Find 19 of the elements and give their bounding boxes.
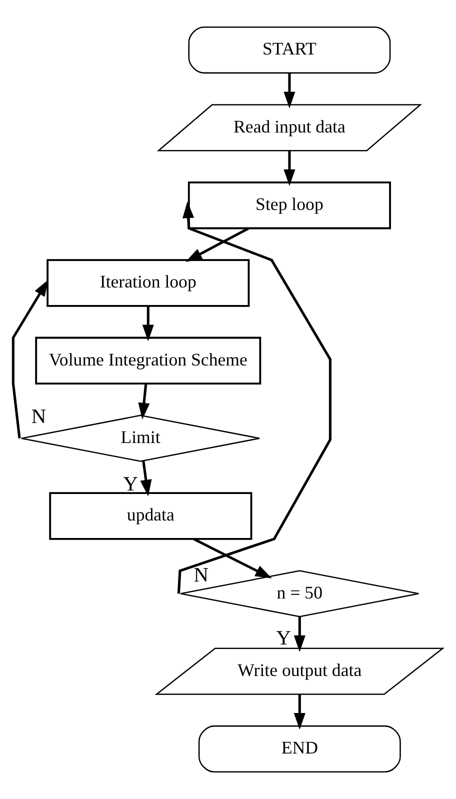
node-box: START [188,26,391,74]
arrow [177,202,332,594]
node-box: END [198,725,401,773]
arrow [140,460,152,496]
arrow [193,538,272,578]
arrow [284,73,296,108]
arrow [12,280,48,438]
node-box: Volume Integration Scheme [35,336,262,385]
arrow [142,306,154,342]
node-box: updata [49,492,252,540]
arrow [138,384,150,420]
edge-label: N [194,564,208,587]
node-box: Iteration loop [46,259,250,307]
arrow [294,694,306,730]
edge-label: Y [276,627,291,650]
node-box: Step loop [188,181,391,230]
arrow [284,150,296,186]
arrow [186,227,250,262]
arrow [294,616,306,652]
